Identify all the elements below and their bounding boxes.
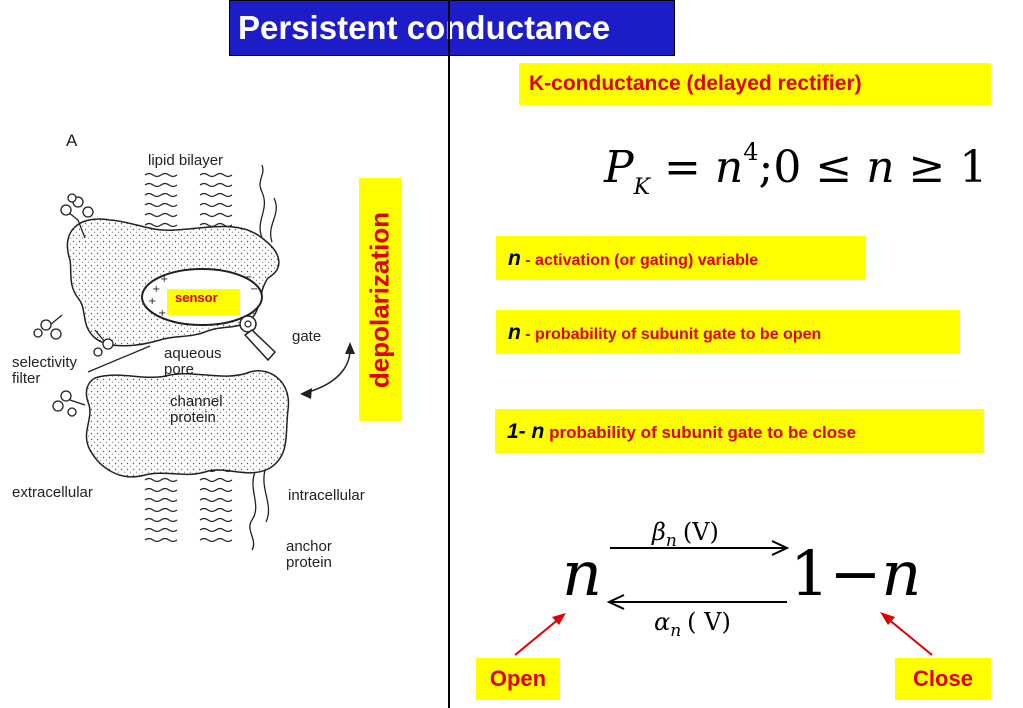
svg-text:−: − xyxy=(250,284,258,295)
alpha-symbol: α xyxy=(654,608,671,636)
lipid-bilayer-upper xyxy=(144,172,233,228)
k-conductance-label: K-conductance (delayed rectifier) xyxy=(519,63,991,105)
beta-symbol: β xyxy=(652,518,666,546)
svg-text:+: + xyxy=(158,308,166,319)
motion-arrow xyxy=(304,349,351,394)
kinetics-n-right: n xyxy=(881,537,922,610)
definition-text: probability of subunit gate to be close xyxy=(544,423,857,442)
selectivity-filter-label: selectivity filter xyxy=(12,354,78,387)
close-pointer-arrow xyxy=(880,612,933,656)
gate-label: gate xyxy=(292,328,322,345)
depolarization-box xyxy=(359,178,402,421)
channel-protein-label: channel protein xyxy=(170,393,223,426)
glycosylation-chains xyxy=(33,193,114,417)
alpha-rate: αn( V) xyxy=(654,608,731,641)
forward-arrow xyxy=(610,540,790,556)
channel-protein-lower xyxy=(85,370,290,478)
anchor-protein-label: anchor protein xyxy=(286,538,332,571)
formula-rest: ;0 ≤ xyxy=(758,142,867,193)
svg-text:+: + xyxy=(152,284,160,295)
open-pointer-arrow xyxy=(514,613,566,656)
definition-symbol: 1- n xyxy=(507,420,545,443)
formula-k-sub: K xyxy=(633,175,651,200)
formula-p: P xyxy=(604,142,634,193)
formula-n2: n xyxy=(866,142,895,193)
intracellular-label: intracellular xyxy=(288,487,365,504)
alpha-sub: n xyxy=(670,620,682,641)
definition-text: - activation (or gating) variable xyxy=(520,252,759,269)
alpha-arg: ( V) xyxy=(687,608,731,636)
conductance-formula: PK = n4;0 ≤ n ≥ 1 xyxy=(604,138,987,200)
beta-rate: βn(V) xyxy=(652,518,719,551)
svg-text:+: + xyxy=(160,274,168,285)
formula-exponent: 4 xyxy=(743,138,759,166)
selectivity-pointer xyxy=(87,345,151,373)
definition-symbol: n xyxy=(508,321,521,344)
definition-close: 1- n probability of subunit gate to be c… xyxy=(495,409,984,453)
slide-title: Persistent conductance xyxy=(229,0,675,56)
definition-activation: n - activation (or gating) variable xyxy=(496,236,866,280)
gate-flap xyxy=(243,329,277,362)
lipid-bilayer-label: lipid bilayer xyxy=(148,152,224,169)
formula-eq: = xyxy=(650,142,715,193)
close-label: Close xyxy=(895,658,991,700)
formula-n: n xyxy=(714,142,744,193)
sensor-label: sensor xyxy=(167,289,240,315)
backward-arrow xyxy=(606,594,787,610)
motion-arrow-head-left xyxy=(300,388,312,399)
svg-text:+: + xyxy=(148,296,156,307)
kinetics-n: n xyxy=(562,537,602,610)
svg-text:−: − xyxy=(244,272,252,283)
depolarization-label: depolarization xyxy=(364,211,395,389)
kinetics-one-minus-n: 1−n xyxy=(790,537,921,610)
open-label: Open xyxy=(476,658,560,700)
definition-symbol: n xyxy=(508,247,521,270)
aqueous-pore-label: aqueous pore xyxy=(164,345,222,378)
anchor-chains xyxy=(249,164,277,551)
beta-sub: n xyxy=(665,530,677,551)
sensor-charges: +++ + −− xyxy=(148,272,258,319)
vertical-divider xyxy=(448,0,450,708)
motion-arrow-head-up xyxy=(345,342,355,354)
kinetics-one: 1 xyxy=(790,537,830,610)
beta-arg: (V) xyxy=(682,518,719,546)
gate-hinge-center xyxy=(244,320,252,328)
formula-ge: ≥ 1 xyxy=(894,142,988,193)
panel-letter: A xyxy=(66,131,78,150)
kinetics-minus: − xyxy=(829,537,882,610)
definition-open: n - probability of subunit gate to be op… xyxy=(496,310,960,354)
definition-text: - probability of subunit gate to be open xyxy=(520,326,822,343)
extracellular-label: extracellular xyxy=(12,484,93,501)
